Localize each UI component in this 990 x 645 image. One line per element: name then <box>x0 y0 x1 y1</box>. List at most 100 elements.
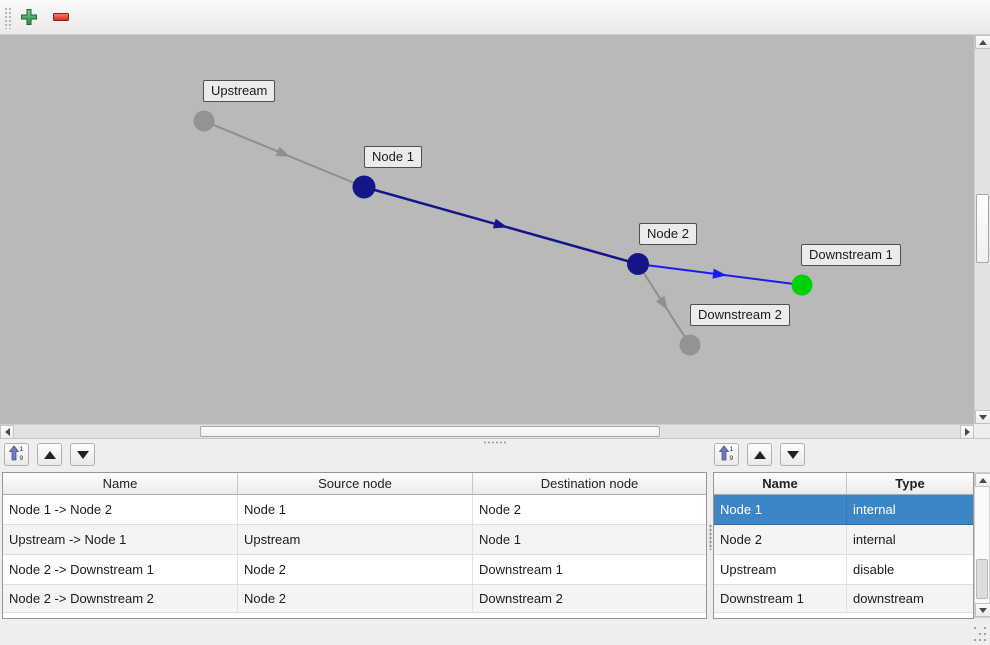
move-up-button[interactable] <box>37 443 62 466</box>
cell-source: Node 1 <box>238 495 473 524</box>
column-header-destination-node[interactable]: Destination node <box>473 473 706 495</box>
column-header-type[interactable]: Type <box>847 473 973 495</box>
cell-name: Node 2 <box>714 525 847 554</box>
table-row[interactable]: Node 2 -> Downstream 2 Node 2 Downstream… <box>3 585 706 613</box>
cell-name: Downstream 1 <box>714 585 847 612</box>
cell-destination: Downstream 1 <box>479 562 563 577</box>
node-label-downstream2[interactable]: Downstream 2 <box>690 304 790 326</box>
up-arrow-icon <box>979 477 987 483</box>
cell-type: internal <box>853 532 896 547</box>
cell-source: Node 2 <box>238 555 473 584</box>
scroll-down-button[interactable] <box>975 410 990 424</box>
move-down-button[interactable] <box>780 443 805 466</box>
graph-canvas[interactable]: Upstream Node 1 Node 2 Downstream 1 Down… <box>0 35 974 424</box>
minus-icon <box>52 8 70 29</box>
node-upstream[interactable] <box>193 110 215 132</box>
toolbar-drag-handle[interactable] <box>4 7 11 29</box>
edge-node1-to-node2-arrow-icon <box>492 218 508 229</box>
node-label-node1[interactable]: Node 1 <box>364 146 422 168</box>
splitter-grip-icon <box>483 441 507 444</box>
table-row[interactable]: Node 2 -> Downstream 1 Node 2 Downstream… <box>3 555 706 585</box>
cell-name: Upstream <box>714 555 847 584</box>
resize-grip-icon <box>974 627 976 629</box>
node-label-upstream[interactable]: Upstream <box>203 80 276 102</box>
horizontal-scroll-thumb[interactable] <box>200 426 660 437</box>
table-row[interactable]: Upstream -> Node 1 Upstream Node 1 <box>3 525 706 555</box>
edge-upstream-to-node1-arrow-icon <box>275 146 291 157</box>
cell-name: Node 1 -> Node 2 <box>3 495 238 524</box>
column-header-source-node[interactable]: Source node <box>238 473 473 495</box>
table-row[interactable]: Downstream 1 downstream <box>714 585 973 613</box>
move-up-button[interactable] <box>747 443 772 466</box>
add-node-button[interactable] <box>19 8 39 28</box>
cell-name: Node 2 -> Downstream 2 <box>3 585 238 612</box>
remove-node-button[interactable] <box>51 8 71 28</box>
cell-source: Node 2 <box>238 585 473 612</box>
cell-source: Upstream <box>238 525 473 554</box>
cell-destination: Node 1 <box>479 532 521 547</box>
svg-text:9: 9 <box>20 455 24 461</box>
sort-button[interactable]: 1 9 <box>4 443 29 466</box>
move-up-icon <box>753 450 766 459</box>
edges-table-header: Name Source node Destination node <box>3 473 706 495</box>
move-up-icon <box>43 450 56 459</box>
scroll-left-button[interactable] <box>0 425 14 439</box>
node-downstream2[interactable] <box>679 334 701 356</box>
cell-type: disable <box>853 562 895 577</box>
canvas-horizontal-scrollbar[interactable] <box>0 424 974 439</box>
right-arrow-icon <box>964 428 970 436</box>
cell-name: Node 2 -> Downstream 1 <box>3 555 238 584</box>
nodes-table-scrollbar[interactable] <box>974 472 990 618</box>
table-row[interactable]: Node 1 -> Node 2 Node 1 Node 2 <box>3 495 706 525</box>
cell-name: Node 1 <box>714 495 847 524</box>
cell-name: Upstream -> Node 1 <box>3 525 238 554</box>
nodes-table-toolbar: 1 9 <box>714 443 805 466</box>
move-down-icon <box>786 450 799 459</box>
svg-text:9: 9 <box>730 455 734 461</box>
scroll-up-button[interactable] <box>975 473 990 487</box>
move-down-button[interactable] <box>70 443 95 466</box>
canvas-vertical-scrollbar[interactable] <box>974 35 990 424</box>
svg-text:1: 1 <box>730 446 734 453</box>
cell-type: downstream <box>853 591 924 606</box>
vertical-pane-splitter[interactable] <box>708 472 713 618</box>
nodes-table-header: Name Type <box>714 473 973 495</box>
empty-row <box>714 613 973 617</box>
cell-destination: Downstream 2 <box>479 591 563 606</box>
sort-button[interactable]: 1 9 <box>714 443 739 466</box>
node-node1[interactable] <box>352 175 376 199</box>
edge-node2-to-downstream1-arrow-icon <box>712 268 727 279</box>
edges-table: Name Source node Destination node Node 1… <box>2 472 707 619</box>
edges-table-toolbar: 1 9 <box>4 443 95 466</box>
node-downstream1[interactable] <box>791 274 813 296</box>
table-row-selected[interactable]: Node 1 internal <box>714 495 973 525</box>
window-resize-grip[interactable] <box>974 627 988 642</box>
up-arrow-icon <box>979 39 987 45</box>
cell-type: internal <box>853 502 896 517</box>
table-row[interactable]: Upstream disable <box>714 555 973 585</box>
edge-node2-to-downstream2-arrow-icon <box>656 295 668 311</box>
scroll-right-button[interactable] <box>960 425 974 439</box>
vertical-scroll-thumb[interactable] <box>976 194 989 263</box>
node-label-downstream1[interactable]: Downstream 1 <box>801 244 901 266</box>
empty-row <box>3 613 706 617</box>
scroll-up-button[interactable] <box>975 35 990 49</box>
splitter-grip-icon <box>709 524 712 550</box>
nodes-table: Name Type Node 1 internal Node 2 interna… <box>713 472 974 619</box>
move-down-icon <box>76 450 89 459</box>
column-header-name[interactable]: Name <box>3 473 238 495</box>
main-toolbar <box>0 0 990 35</box>
cell-destination: Node 2 <box>479 502 521 517</box>
down-arrow-icon <box>979 607 987 613</box>
horizontal-pane-splitter[interactable] <box>0 438 990 444</box>
vertical-scroll-thumb[interactable] <box>976 559 988 599</box>
sort-ascending-icon: 1 9 <box>8 445 24 464</box>
svg-text:1: 1 <box>20 446 24 453</box>
column-header-name[interactable]: Name <box>714 473 847 495</box>
table-row[interactable]: Node 2 internal <box>714 525 973 555</box>
node-node2[interactable] <box>627 253 649 275</box>
node-label-node2[interactable]: Node 2 <box>639 223 697 245</box>
plus-icon <box>20 8 38 29</box>
scroll-down-button[interactable] <box>975 603 990 617</box>
